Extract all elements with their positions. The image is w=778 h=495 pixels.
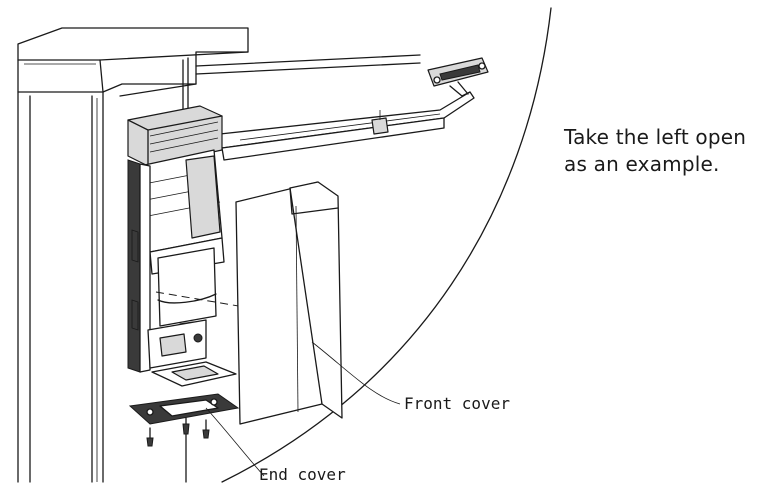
mounting-plate (151, 361, 237, 387)
front-cover-leader (311, 341, 401, 405)
note-line-2: as an example. (564, 152, 720, 176)
column-body (17, 91, 104, 483)
bottom-block (147, 319, 207, 369)
end-cover-leader (205, 407, 265, 477)
arm-bracket (427, 57, 489, 87)
note-line-1: Take the left open (564, 125, 747, 149)
screws (146, 417, 210, 483)
front-cover-label: Front cover (404, 394, 510, 413)
column-top-cap (17, 27, 249, 93)
end-cover-part (128, 393, 240, 425)
door-swing-arc (221, 7, 552, 483)
operating-arm (219, 81, 475, 161)
example-note: Take the left open as an example. (564, 124, 746, 178)
mounting-rail (119, 54, 421, 129)
end-cover-label: End cover (259, 465, 346, 484)
alignment-dashed-line (155, 291, 263, 311)
control-board (127, 159, 151, 373)
front-cover-part (235, 181, 343, 425)
drive-unit (127, 105, 225, 275)
